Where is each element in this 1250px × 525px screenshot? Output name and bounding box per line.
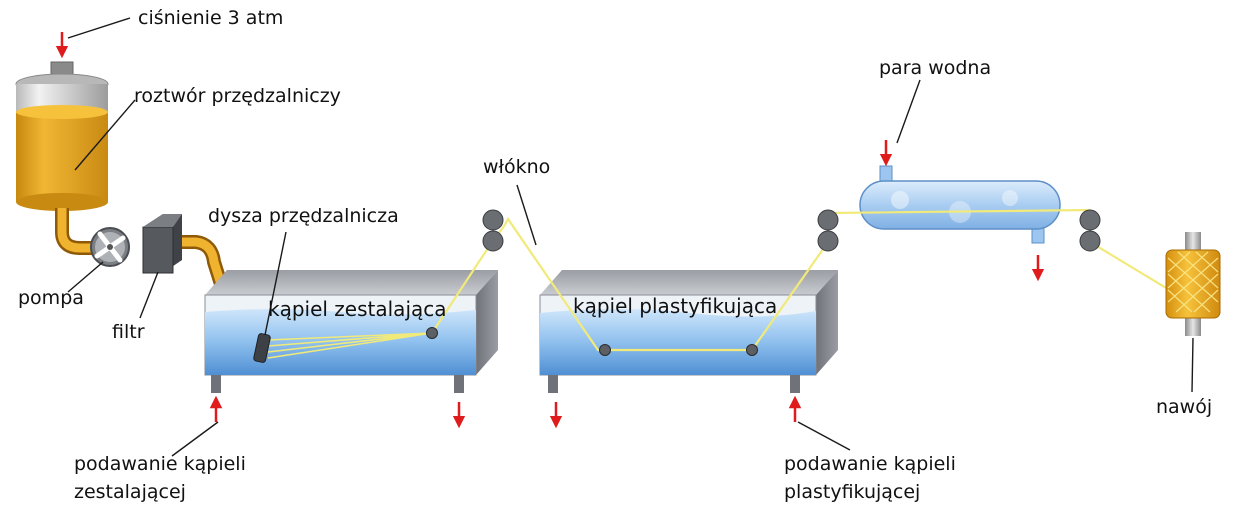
label-coag-feed-line2: zestalającej — [74, 481, 186, 503]
label-coagulation-bath: kąpiel zestalająca — [268, 297, 447, 321]
plasticizing-bath — [539, 270, 838, 393]
label-spinning-solution: roztwór przędzalniczy — [134, 85, 341, 107]
label-coag-feed-line1: podawanie kąpieli — [74, 453, 246, 475]
label-fiber: włókno — [483, 156, 551, 178]
steam-chamber — [859, 165, 1061, 244]
solution-tank — [15, 61, 109, 211]
guide-rollers — [426, 327, 758, 356]
label-plast-feed: podawanie kąpieli plastyfikującej — [784, 450, 956, 506]
roller-pair-1 — [482, 209, 504, 252]
label-spinneret: dysza przędzalnicza — [208, 205, 399, 227]
leader-lines — [67, 17, 1194, 457]
flow-arrows — [55, 32, 1045, 429]
pump-icon — [90, 227, 130, 267]
label-coag-feed: podawanie kąpieli zestalającej — [74, 450, 246, 506]
label-filter: filtr — [112, 321, 145, 343]
winding-spool-icon — [1165, 232, 1221, 336]
label-plasticizing-bath: kąpiel plastyfikująca — [573, 294, 778, 318]
label-plast-feed-line1: podawanie kąpieli — [784, 453, 956, 475]
label-winding: nawój — [1156, 396, 1213, 418]
filter-icon — [142, 214, 182, 274]
label-pressure: ciśnienie 3 atm — [138, 7, 284, 29]
roller-pair-2 — [817, 209, 839, 252]
coagulation-bath — [204, 270, 498, 393]
roller-pair-3 — [1079, 209, 1101, 252]
label-plast-feed-line2: plastyfikującej — [784, 481, 921, 503]
label-pump: pompa — [18, 287, 84, 309]
label-steam: para wodna — [879, 57, 992, 79]
solution-pipe — [55, 208, 262, 350]
